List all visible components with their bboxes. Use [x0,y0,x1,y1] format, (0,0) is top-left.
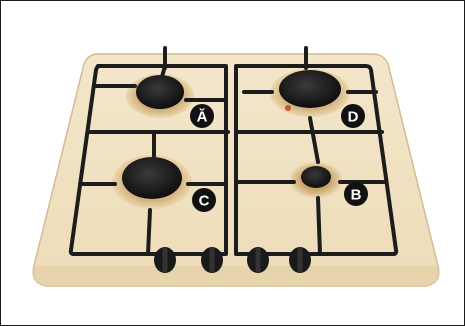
knob-2[interactable] [201,247,223,273]
knob-1[interactable] [154,247,176,273]
svg-text:Ă: Ă [197,109,208,126]
knob-4[interactable] [289,247,311,273]
burner-label-a: Ă [190,104,214,128]
burner-label-c: C [192,188,216,212]
svg-text:B: B [351,187,362,204]
burner-label-b: B [344,182,368,206]
knob-3[interactable] [247,247,269,273]
burner-label-d: D [341,104,365,128]
igniter-icon [285,105,291,111]
svg-text:C: C [199,193,210,210]
svg-text:D: D [348,109,359,126]
